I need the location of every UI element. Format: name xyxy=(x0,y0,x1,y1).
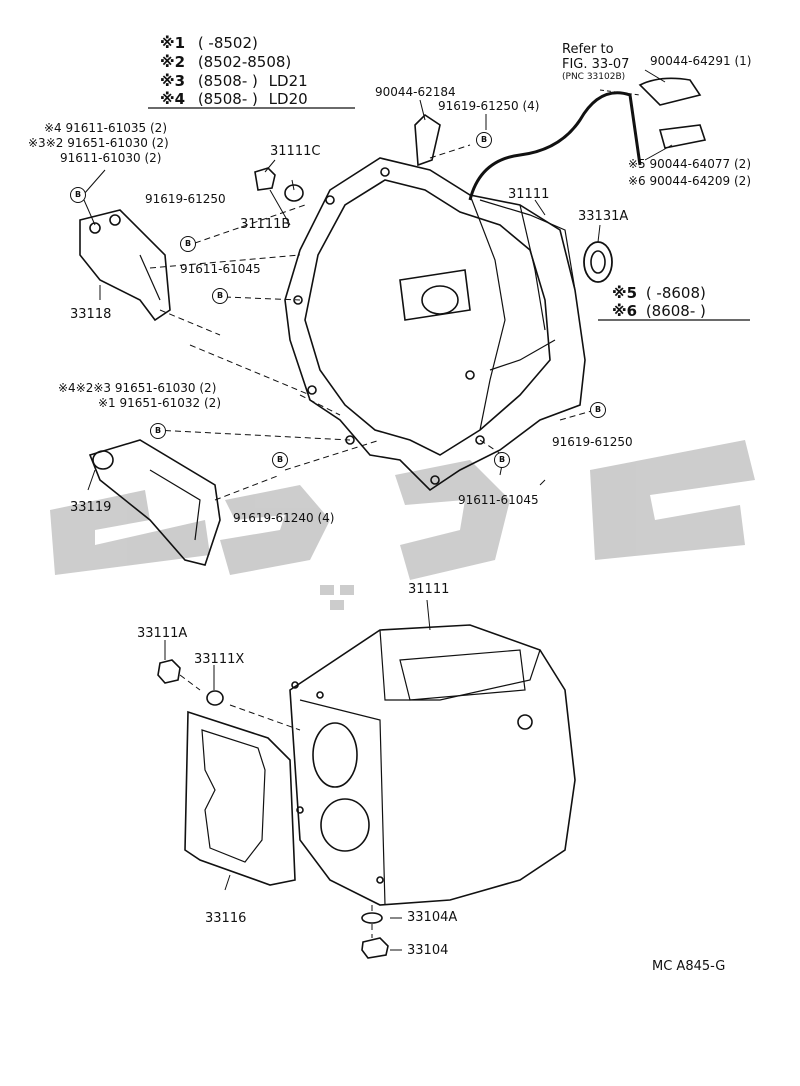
transmission-case-lower xyxy=(289,624,576,906)
part-label-31111b: 31111B xyxy=(240,217,291,232)
bolt-marker: B xyxy=(590,402,606,418)
part-label-33104: 33104 xyxy=(407,943,449,958)
legend-row-1: ※1 ( -8502) xyxy=(160,34,258,52)
part-label-33111x: 33111X xyxy=(194,652,245,667)
legend-row-3: ※3 (8508- ) LD21 xyxy=(160,72,308,90)
legend-row-2: ※2 (8502-8508) xyxy=(160,53,292,71)
part-label-33111a: 33111A xyxy=(137,626,188,641)
part-label-91651-61030-b: ※4※2※3 91651-61030 (2) xyxy=(58,381,217,395)
bolt-marker: B xyxy=(180,236,196,252)
part-label-33119: 33119 xyxy=(70,500,112,515)
legend-row-4: ※4 (8508- ) LD20 xyxy=(160,90,308,108)
part-label-91619-61240: 91619-61240 (4) xyxy=(233,511,335,525)
part-label-91651-61030-a: ※3※2 91651-61030 (2) xyxy=(28,136,169,150)
part-label-33104a: 33104A xyxy=(407,910,458,925)
bolt-marker: B xyxy=(272,452,288,468)
part-label-31111-lower: 31111 xyxy=(408,582,450,597)
bolt-marker: B xyxy=(70,187,86,203)
part-label-91619-61250-a: 91619-61250 xyxy=(145,192,226,206)
part-label-91611-61035: ※4 91611-61035 (2) xyxy=(44,121,167,135)
clutch-housing-upper xyxy=(284,157,586,492)
part-label-91619-61250-b: 91619-61250 xyxy=(552,435,633,449)
diagram-code: MC A845-G xyxy=(652,959,726,974)
bolt-marker: B xyxy=(212,288,228,304)
part-label-90044-64291: 90044-64291 (1) xyxy=(650,54,752,68)
part-label-91651-61032: ※1 91651-61032 (2) xyxy=(98,396,221,410)
bolt-marker: B xyxy=(150,423,166,439)
part-label-91611-61045-a: 91611-61045 xyxy=(180,262,261,276)
part-label-33131a: 33131A xyxy=(578,209,629,224)
legend-row-6: ※6 (8608- ) xyxy=(612,302,706,320)
part-label-33118: 33118 xyxy=(70,307,112,322)
part-label-91619-61250-4: 91619-61250 (4) xyxy=(438,99,540,113)
refer-to-text: Refer to xyxy=(562,42,614,57)
part-label-90044-64077: ※5 90044-64077 (2) xyxy=(628,157,751,171)
part-label-33116: 33116 xyxy=(205,911,247,926)
part-label-31111c: 31111C xyxy=(270,144,321,159)
part-label-90044-62184: 90044-62184 xyxy=(375,85,456,99)
part-label-91611-61030: 91611-61030 (2) xyxy=(60,151,162,165)
bolt-marker: B xyxy=(476,132,492,148)
bolt-marker: B xyxy=(494,452,510,468)
refer-pnc: (PNC 33102B) xyxy=(562,72,626,82)
refer-fig-link[interactable]: FIG. 33-07 xyxy=(562,57,630,72)
part-label-90044-64209: ※6 90044-64209 (2) xyxy=(628,174,751,188)
legend-row-5: ※5 ( -8608) xyxy=(612,284,706,302)
part-label-31111-upper: 31111 xyxy=(508,187,550,202)
part-label-91611-61045-b: 91611-61045 xyxy=(458,493,539,507)
